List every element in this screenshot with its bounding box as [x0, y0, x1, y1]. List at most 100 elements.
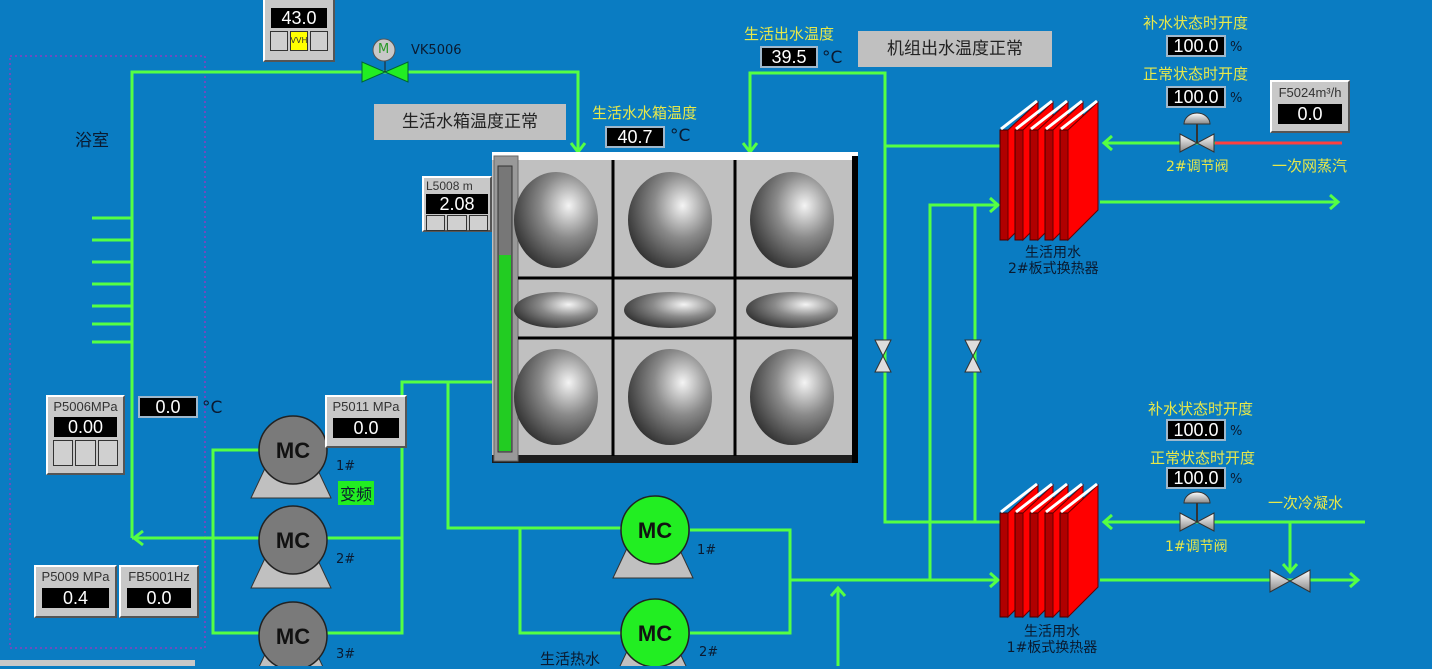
p5006-tag: P5006MPa: [53, 399, 118, 414]
pump-icon: [258, 601, 328, 666]
hot-pump-2-label: 2#: [699, 645, 719, 660]
plate: [1044, 512, 1054, 618]
plate: [1029, 512, 1039, 618]
alarm-indicator: VVH: [289, 31, 309, 51]
supply-pump-1[interactable]: MC: [250, 415, 332, 499]
fb5001-value: 0.0: [127, 588, 191, 608]
condensate-label: 一次冷凝水: [1268, 494, 1344, 512]
hx2-makeup-unit: %: [1230, 40, 1243, 55]
pipes: [92, 70, 1365, 666]
supply-pump-2[interactable]: MC: [250, 505, 332, 589]
vfd-badge: 变频: [338, 481, 375, 505]
motor-icon: [372, 38, 396, 62]
plate: [1014, 129, 1024, 241]
plate-heat-exchanger-2[interactable]: [999, 99, 1099, 242]
pressure-p5009-panel[interactable]: P5009 MPa 0.4: [34, 565, 117, 618]
tank-temp-label: 生活水水箱温度: [592, 104, 698, 122]
flow-tag: F5024: [1278, 85, 1316, 100]
hx1-normal-value[interactable]: 100.0: [1166, 467, 1226, 489]
tank-level-panel[interactable]: L5008 m 2.08: [422, 176, 492, 232]
control-valve-2[interactable]: [1179, 112, 1215, 153]
level-tag: L5008: [426, 179, 460, 193]
p5011-tag: P5011 MPa: [332, 399, 400, 414]
plate: [1029, 129, 1039, 241]
flow-value: 0.0: [1278, 104, 1342, 124]
bathroom-label: 浴室: [75, 131, 109, 151]
pressure-p5011-panel[interactable]: P5011 MPa 0.0: [325, 395, 407, 448]
hx2-name-line1: 生活用水: [1025, 245, 1081, 261]
pump-icon-text: MC: [276, 528, 310, 553]
bath-temp-unit: °C: [202, 398, 223, 418]
pump-icon: [258, 505, 328, 575]
plate-edge: [1045, 482, 1083, 514]
pump-icon-text: MC: [276, 438, 310, 463]
plate: [1014, 512, 1024, 618]
frequency-fb5001-panel[interactable]: FB5001Hz 0.0: [119, 565, 199, 618]
fb5001-tag: FB5001Hz: [128, 569, 190, 584]
top-temp-value: 43.0: [271, 8, 327, 28]
plate-edge: [1015, 99, 1053, 131]
bottom-bar: [0, 660, 195, 666]
plate-edge: [1000, 482, 1038, 514]
pump-icon-text: MC: [276, 624, 310, 649]
plate-heat-exchanger-1[interactable]: [999, 482, 1099, 619]
level-value: 2.08: [426, 194, 488, 214]
motor-letter: M: [378, 42, 390, 57]
hx1-normal-unit: %: [1230, 472, 1243, 487]
bathroom-zone: [9, 55, 206, 649]
flow-unit: m³/h: [1315, 85, 1342, 100]
hot-water-label: 生活热水: [540, 650, 601, 668]
pump-icon-text: MC: [638, 621, 672, 646]
control-valve-1[interactable]: [1179, 491, 1215, 532]
plate-edge: [1030, 482, 1068, 514]
valve-tag: VK5006: [411, 43, 462, 58]
plate-edge: [1045, 99, 1083, 131]
outlet-temp-value: 39.5: [760, 46, 818, 68]
supply-pump-3[interactable]: MC: [251, 601, 331, 666]
outlet-temp-label: 生活出水温度: [744, 25, 835, 43]
plate-edge: [1000, 99, 1038, 131]
pump-icon: [258, 415, 328, 485]
shower-nozzles: [92, 216, 132, 344]
bypass-valve[interactable]: [1269, 569, 1311, 593]
hx2-normal-value[interactable]: 100.0: [1166, 86, 1226, 108]
hx1-name-line1: 生活用水: [1024, 624, 1080, 640]
plate-edge: [1060, 99, 1098, 131]
plate-edge: [1015, 482, 1053, 514]
p5011-value: 0.0: [333, 418, 399, 438]
tank-temp-value: 40.7: [605, 126, 665, 148]
p5006-value: 0.00: [54, 417, 117, 437]
plate: [1059, 129, 1069, 241]
plate-edge: [1030, 99, 1068, 131]
pump-icon-text: MC: [638, 518, 672, 543]
supply-pump-2-label: 2#: [336, 552, 356, 567]
check-valves[interactable]: [874, 339, 982, 373]
hot-water-pump-1[interactable]: MC: [612, 495, 694, 579]
hx2-makeup-value[interactable]: 100.0: [1166, 35, 1226, 57]
p5009-value: 0.4: [42, 588, 109, 608]
plate-face: [1067, 100, 1099, 242]
plate-face: [1067, 483, 1099, 619]
plate: [1059, 512, 1069, 618]
plate: [999, 512, 1009, 618]
pump-icon: [620, 598, 690, 666]
valve-vk5006[interactable]: [361, 38, 409, 83]
hx1-makeup-value[interactable]: 100.0: [1166, 419, 1226, 441]
plate-edge: [1060, 482, 1098, 514]
hx1-normal-label: 正常状态时开度: [1150, 449, 1256, 467]
hx1-makeup-label: 补水状态时开度: [1148, 400, 1254, 418]
hx2-makeup-label: 补水状态时开度: [1143, 14, 1249, 32]
plate: [1044, 129, 1054, 241]
pressure-p5006-panel[interactable]: P5006MPa 0.00: [46, 395, 125, 475]
supply-pump-3-label: 3#: [336, 647, 356, 662]
outlet-temp-unit: °C: [822, 48, 843, 68]
flow-f5024-panel[interactable]: F5024m³/h 0.0: [1270, 80, 1350, 133]
hot-water-pump-2[interactable]: MC: [613, 598, 693, 666]
top-temp-gauge[interactable]: 43.0 VVH: [263, 0, 335, 62]
level-fill: [499, 255, 511, 451]
pump-icon: [620, 495, 690, 565]
hx2-name-line2: 2#板式换热器: [1008, 261, 1099, 277]
water-tank: [492, 152, 858, 463]
